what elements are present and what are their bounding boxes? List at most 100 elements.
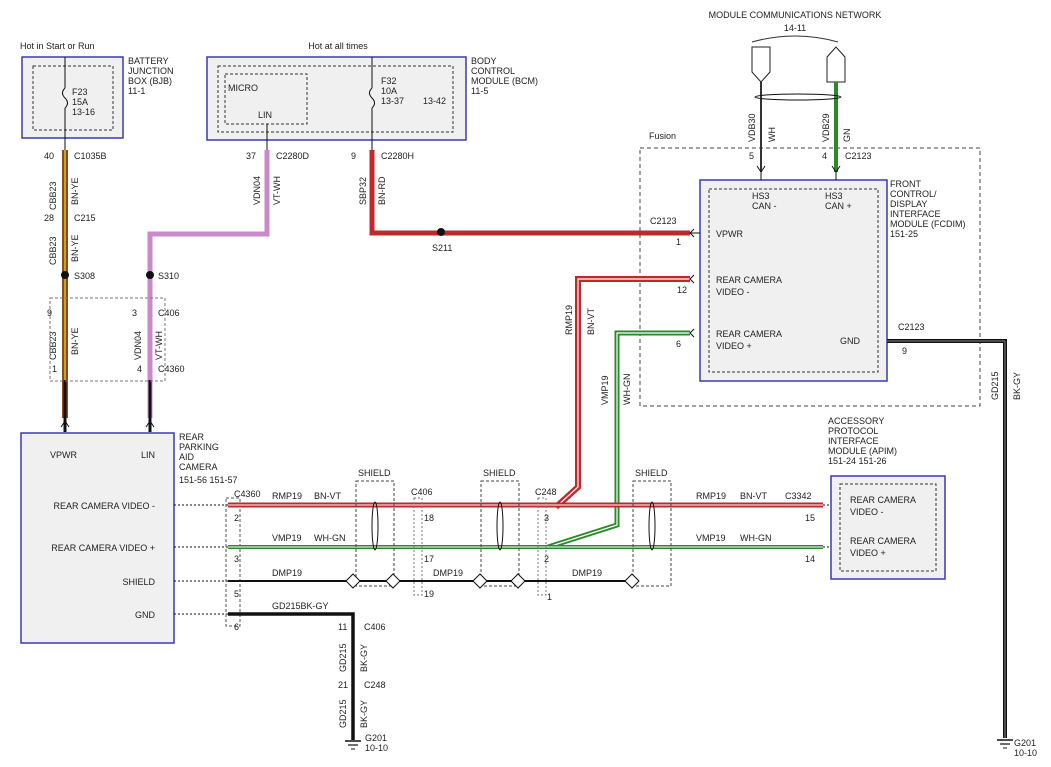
wire-vdn04-color-1: VT-WH: [272, 176, 282, 205]
fuse-f32-icon: [369, 87, 375, 109]
bcm-lin: LIN: [258, 110, 272, 120]
apim-name-3: INTERFACE: [828, 436, 879, 446]
fcdim-rcv-minus-1: REAR CAMERA: [716, 275, 782, 285]
bcm-name-2: CONTROL: [471, 66, 515, 76]
bcm-name-1: BODY: [471, 56, 497, 66]
g201-right-ref: 10-10: [1014, 748, 1037, 758]
conn-c248-mid-label: C248: [535, 487, 557, 497]
wire-cbb23-code-2: CBB23: [48, 236, 58, 265]
fcdim-box: [699, 179, 888, 382]
apim-name-5: 151-24 151-26: [828, 456, 887, 466]
wire-vmp19-color-1: WH-GN: [314, 533, 346, 543]
pin-2-c4360: 2: [234, 513, 239, 523]
conn-c4360-bottom: C4360: [234, 489, 261, 499]
wire-gd215-code-b1: GD215: [338, 643, 348, 672]
camera-lin: LIN: [141, 450, 155, 460]
can-minus-connector-icon: [751, 46, 771, 83]
fcdim-name-6: 151-25: [890, 229, 918, 239]
shield-group-1: [355, 480, 395, 587]
camera-gnd: GND: [135, 610, 156, 620]
wire-vmp19-label-2: VMP19: [696, 533, 726, 543]
g201-left-ref: 10-10: [365, 743, 388, 753]
apim-rcv-minus-1: REAR CAMERA: [850, 495, 916, 505]
pin-12: 12: [677, 285, 687, 295]
wire-cbb23-color-2: BN-YE: [70, 234, 80, 262]
pin-15: 15: [805, 513, 815, 523]
g201-right: G201: [1014, 738, 1036, 748]
shield-diamond-2: [385, 573, 401, 589]
bcm-name-3: MODULE (BCM): [471, 76, 538, 86]
pin-5-c4360: 5: [234, 589, 239, 599]
wire-gd215-code-r: GD215: [990, 371, 1000, 400]
conn-c406-mid-label: C406: [411, 487, 433, 497]
bcm-micro: MICRO: [228, 83, 258, 93]
conn-c2280d: C2280D: [276, 151, 310, 161]
network-label: MODULE COMMUNICATIONS NETWORK: [709, 10, 882, 20]
can-plus-connector-icon: [826, 46, 846, 83]
bjb-name-4: 11-1: [128, 86, 145, 96]
pin-1-fcdim: 1: [676, 237, 681, 247]
g201-left: G201: [365, 733, 387, 743]
wire-rmp19-color-2: BN-VT: [740, 491, 768, 501]
wire-vmp19-color-2: WH-GN: [740, 533, 772, 543]
conn-c406-gnd: C406: [364, 622, 386, 632]
fuse-f23-id: F23: [72, 87, 88, 97]
twisted-pair-icon: [754, 93, 842, 101]
wire-gd215-label-1: GD215BK-GY: [272, 601, 329, 611]
apim-inner: [839, 483, 937, 572]
pin-14: 14: [805, 554, 815, 564]
bcm-micro-box: [224, 73, 308, 125]
splice-s310: [146, 271, 154, 279]
pin-18: 18: [424, 513, 434, 523]
camera-shield: SHIELD: [122, 577, 155, 587]
pin-1-c4360: 1: [52, 364, 57, 374]
bcm-name-4: 11-5: [471, 86, 488, 96]
shield-diamond-5: [624, 573, 640, 589]
conn-c4360-top: C4360: [158, 364, 185, 374]
wire-vdb29-color: GN: [842, 129, 852, 143]
splice-s310-label: S310: [158, 271, 179, 281]
bjb-supply: Hot in Start or Run: [20, 41, 95, 51]
pin-37: 37: [246, 151, 256, 161]
bjb-name-3: BOX (BJB): [128, 76, 172, 86]
c2123-can: C2123: [845, 151, 872, 161]
fcdim-name-4: INTERFACE: [890, 209, 941, 219]
camera-name-5: 151-56 151-57: [179, 475, 238, 485]
wire-rmp19-label-1: RMP19: [272, 491, 302, 501]
pin-9-bcm: 9: [351, 151, 356, 161]
splice-s308: [61, 271, 69, 279]
apim-rcv-plus-2: VIDEO +: [850, 548, 886, 558]
pin-28: 28: [44, 213, 54, 223]
wire-cbb23-color-1: BN-YE: [70, 177, 80, 205]
camera-rcv-minus: REAR CAMERA VIDEO -: [53, 501, 155, 511]
pin-17: 17: [424, 554, 434, 564]
bjb-inner: [32, 65, 114, 131]
camera-box: [20, 432, 175, 644]
conn-c248-gnd: C248: [364, 680, 386, 690]
wire-gd215-color-r: BK-GY: [1012, 372, 1022, 400]
fusion-label: Fusion: [649, 131, 676, 141]
pin-40: 40: [44, 151, 54, 161]
camera-vpwr: VPWR: [50, 450, 78, 460]
pin-9-fcdim: 9: [902, 346, 907, 356]
wire-sbp32-color: BN-RD: [377, 176, 387, 205]
shield-group-2: [480, 480, 520, 587]
fcdim-can-plus-1: HS3: [825, 191, 843, 201]
fcdim-name-3: DISPLAY: [890, 199, 927, 209]
shield-diamond-4: [510, 573, 526, 589]
wire-gd215-color-b2: BK-GY: [359, 700, 369, 728]
network-brace: [751, 35, 839, 43]
pin-4-c4360: 4: [137, 364, 142, 374]
c2123-vpwr: C2123: [650, 216, 677, 226]
splice-s211: [437, 228, 445, 236]
wire-vdn04-color-2: VT-WH: [154, 331, 164, 360]
wire-vmp19-color-v: WH-GN: [622, 374, 632, 406]
shield-diamond-3: [472, 573, 488, 589]
wire-rmp19-color-v: BN-VT: [586, 307, 596, 335]
fcdim-name-1: FRONT: [890, 179, 921, 189]
camera-name-1: REAR: [179, 432, 205, 442]
pin-19: 19: [424, 589, 434, 599]
apim-rcv-minus-2: VIDEO -: [850, 507, 884, 517]
pin-2-c248: 2: [544, 554, 549, 564]
wire-vmp19-up: [547, 330, 690, 550]
